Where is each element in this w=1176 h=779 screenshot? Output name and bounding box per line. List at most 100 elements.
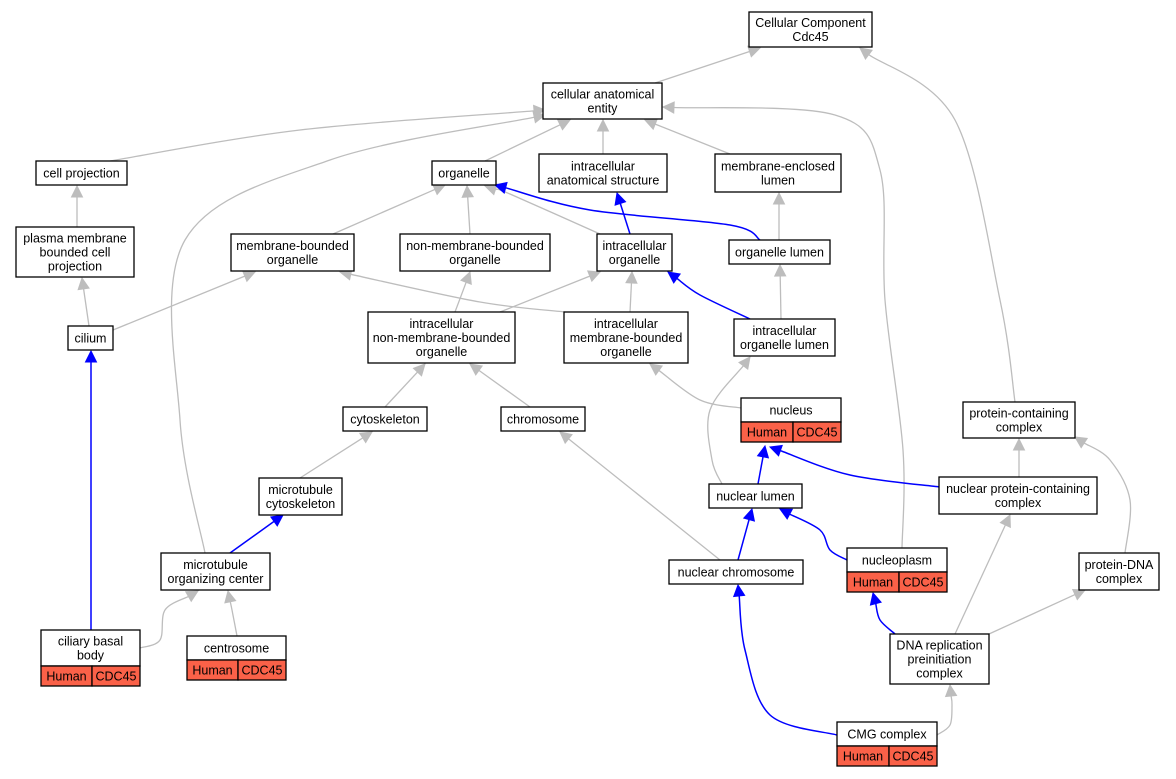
node-label: protein-DNA xyxy=(1085,558,1154,572)
node-nucchrom[interactable]: nuclear chromosome xyxy=(668,559,804,585)
edge-io-to-ias xyxy=(614,191,631,235)
edge-line xyxy=(658,369,742,409)
edge-line xyxy=(112,275,246,331)
edge-line xyxy=(619,203,631,235)
edge-line xyxy=(954,524,1006,635)
edge-cbb-to-cilium xyxy=(84,349,98,630)
edge-line xyxy=(484,124,561,162)
edge-cilium-to-mbo xyxy=(112,270,257,331)
species-tag: Human xyxy=(192,664,232,678)
node-label: Cellular Component xyxy=(755,16,866,30)
arrowhead xyxy=(431,183,447,196)
node-label: anatomical structure xyxy=(547,174,660,188)
node-nuclum[interactable]: nuclear lumen xyxy=(708,483,803,509)
edge-line xyxy=(109,110,535,162)
edge-cellproj-to-cae xyxy=(109,104,547,162)
edge-line xyxy=(780,449,941,488)
edge-npcc-to-pcc xyxy=(1012,437,1026,477)
arrowhead xyxy=(944,683,958,698)
arrowhead xyxy=(667,271,682,284)
edge-line xyxy=(384,371,418,408)
edge-ol-to-organelle xyxy=(493,181,761,241)
species-tag: Human xyxy=(747,426,787,440)
node-label: entity xyxy=(588,102,619,116)
edge-line xyxy=(707,365,744,485)
node-box xyxy=(596,233,673,272)
node-label: nucleoplasm xyxy=(862,554,932,568)
node-label: ciliary basal xyxy=(58,635,123,649)
edge-nucchrom-to-nuclum xyxy=(737,507,756,561)
node-label: microtubule xyxy=(183,558,248,572)
arrowhead xyxy=(773,263,787,277)
node-label: organelle xyxy=(267,253,318,267)
edge-line xyxy=(229,601,238,637)
annotation-cell xyxy=(792,421,842,443)
annotation-cell xyxy=(237,659,287,681)
node-ol[interactable]: organelle lumen xyxy=(728,239,831,265)
node-label: nuclear lumen xyxy=(716,490,795,504)
node-cellproj[interactable]: cell projection xyxy=(35,160,128,186)
arrowhead xyxy=(70,184,84,198)
node-label: cytoskeleton xyxy=(266,497,336,511)
node-chrom[interactable]: chromosome xyxy=(500,406,586,432)
arrowhead xyxy=(596,118,610,132)
node-label: intracellular xyxy=(410,317,474,331)
annotation-cell xyxy=(898,571,948,593)
edge-cbb-to-mtoc xyxy=(139,590,199,649)
arrowhead xyxy=(358,431,373,444)
arrowhead xyxy=(768,444,783,457)
arrowhead xyxy=(493,181,508,195)
node-box xyxy=(889,633,990,685)
edge-organelle-to-cae xyxy=(484,119,572,162)
node-label: organizing center xyxy=(168,572,264,586)
node-label: organelle lumen xyxy=(735,246,824,260)
node-box xyxy=(431,160,497,186)
edge-mtoc-to-mtcyto xyxy=(229,514,284,554)
arrowhead xyxy=(661,101,675,114)
annotation-cell xyxy=(888,745,938,767)
node-inmbo[interactable]: intracellularnon-membrane-boundedorganel… xyxy=(367,311,516,364)
node-organelle[interactable]: organelle xyxy=(431,160,497,186)
arrowhead xyxy=(742,507,756,522)
edge-nuclum-to-iol xyxy=(707,356,751,485)
arrowhead xyxy=(747,45,762,58)
species-tag: Human xyxy=(843,750,883,764)
node-label: membrane-bounded xyxy=(236,239,349,253)
node-box xyxy=(563,311,689,364)
edge-line xyxy=(868,54,1016,403)
node-label: complex xyxy=(995,496,1042,510)
gene-tag: CDC45 xyxy=(903,576,944,590)
node-label: plasma membrane xyxy=(23,232,127,246)
edge-line xyxy=(779,275,782,320)
node-label: organelle xyxy=(449,253,500,267)
node-label: organelle xyxy=(600,345,651,359)
node-cilium[interactable]: cilium xyxy=(67,325,114,351)
node-cytoskel[interactable]: cytoskeleton xyxy=(342,406,428,432)
edge-line xyxy=(478,369,531,408)
node-box xyxy=(938,476,1098,515)
node-label: organelle lumen xyxy=(740,338,829,352)
node-label: nuclear protein-containing xyxy=(946,482,1090,496)
node-box xyxy=(748,11,873,48)
